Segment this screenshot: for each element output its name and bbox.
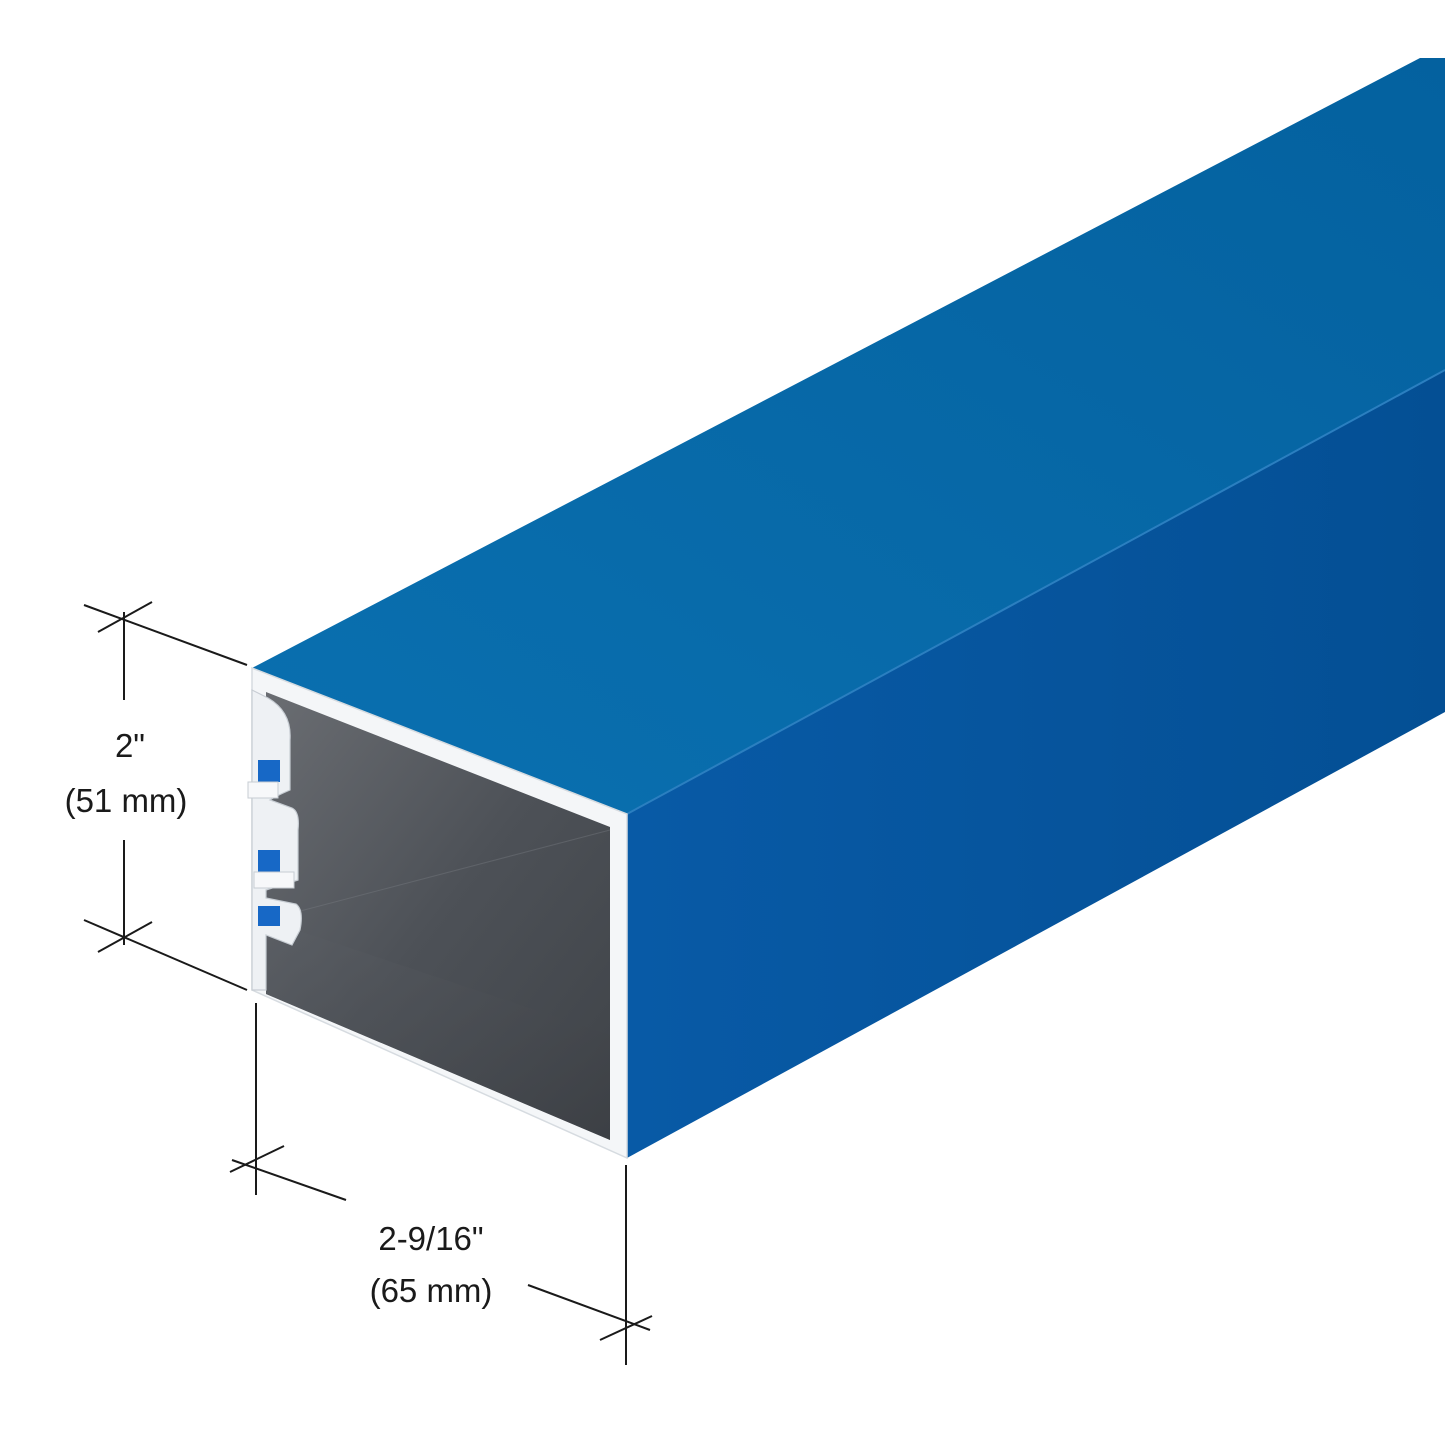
width-imperial-label: 2-9/16"	[378, 1220, 483, 1257]
height-extension-line-top	[83, 604, 248, 666]
clip-channel-slot-1	[258, 760, 280, 782]
height-imperial-label: 2"	[115, 727, 145, 764]
tube-edge-highlight	[626, 369, 1445, 815]
clip-channel-tab-1	[247, 781, 279, 799]
height-tick-bottom	[97, 921, 153, 953]
width-tick-right	[599, 1315, 653, 1341]
height-tick-top	[97, 601, 153, 633]
width-tick-left	[229, 1145, 285, 1173]
clip-channel-tab-2	[253, 871, 295, 889]
width-metric-label: (65 mm)	[370, 1272, 493, 1309]
height-metric-label: (51 mm)	[65, 782, 188, 819]
clip-channel-slot-3	[258, 906, 280, 926]
clip-channel-slot-2	[258, 850, 280, 872]
height-extension-line-bottom	[83, 919, 248, 991]
height-dimension	[83, 601, 248, 991]
tube-interior-floor	[266, 920, 610, 1140]
tube-interior-crease	[265, 829, 611, 921]
width-dimension-line-left	[231, 1159, 347, 1201]
clip-channels	[247, 689, 302, 991]
width-dimension-line-right	[527, 1284, 651, 1331]
tube-top-face	[252, 58, 1445, 814]
width-dimension	[229, 1003, 653, 1365]
tube-side-face	[627, 370, 1445, 1158]
